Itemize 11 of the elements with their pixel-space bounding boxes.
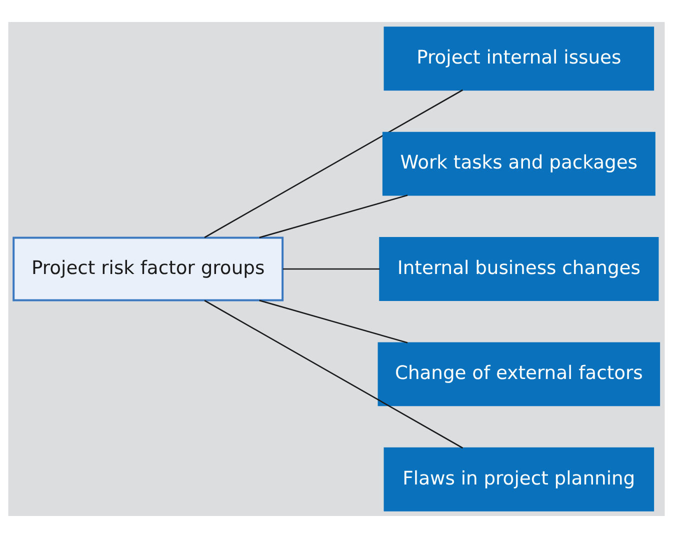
node-box: Project internal issues	[384, 26, 654, 91]
node-box: Work tasks and packages	[382, 132, 656, 196]
node-box: Flaws in project planning	[384, 447, 654, 512]
connector	[259, 300, 408, 344]
node-box: Internal business changes	[379, 237, 659, 301]
node-box: Change of external factors	[378, 342, 660, 406]
node-box: Project risk factor groups	[12, 236, 284, 302]
connector	[204, 300, 464, 449]
connector	[282, 268, 380, 270]
connector	[259, 194, 408, 238]
connector	[204, 89, 464, 238]
